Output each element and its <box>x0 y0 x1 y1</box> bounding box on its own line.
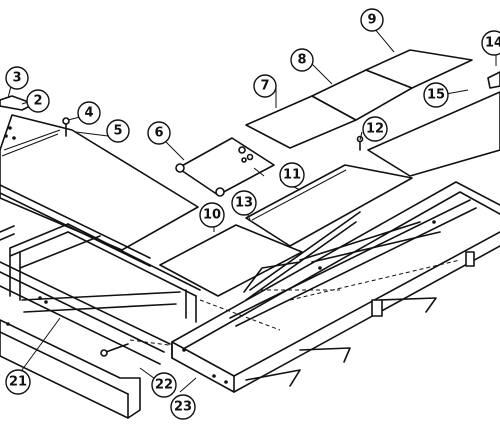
plate-10 <box>159 224 303 297</box>
plate-15 <box>367 91 500 177</box>
svg-text:13: 13 <box>235 196 253 211</box>
svg-text:3: 3 <box>12 71 21 86</box>
callout-22: 22 <box>151 372 177 398</box>
callout-4: 4 <box>77 101 101 125</box>
svg-text:6: 6 <box>154 126 163 141</box>
plate-9 <box>365 49 473 89</box>
callout-6: 6 <box>147 121 171 145</box>
callout-12: 12 <box>362 116 388 142</box>
svg-text:12: 12 <box>366 122 384 137</box>
svg-text:15: 15 <box>427 88 445 103</box>
svg-text:22: 22 <box>155 378 173 393</box>
svg-text:2: 2 <box>33 94 42 109</box>
callout-7: 7 <box>253 74 277 98</box>
svg-text:21: 21 <box>9 375 27 390</box>
callout-14: 14 <box>481 30 500 56</box>
svg-text:4: 4 <box>84 106 93 121</box>
callout-21: 21 <box>5 369 31 395</box>
svg-text:7: 7 <box>260 79 269 94</box>
part-14 <box>487 71 500 89</box>
callout-15: 15 <box>423 82 449 108</box>
plate-11-13 <box>245 164 413 247</box>
svg-text:10: 10 <box>203 208 221 223</box>
callout-13: 13 <box>231 190 257 216</box>
svg-text:8: 8 <box>297 53 306 68</box>
callout-9: 9 <box>360 8 384 32</box>
bolt-4 <box>62 117 70 137</box>
svg-text:5: 5 <box>113 124 122 139</box>
callout-8: 8 <box>290 48 314 72</box>
plate-6 <box>175 137 275 197</box>
svg-text:23: 23 <box>174 400 192 415</box>
callout-23: 23 <box>170 394 196 420</box>
callout-11: 11 <box>279 162 305 188</box>
callout-3: 3 <box>5 66 29 90</box>
callout-5: 5 <box>106 119 130 143</box>
callout-10: 10 <box>199 202 225 228</box>
left-frame <box>0 184 281 419</box>
right-frame <box>171 181 500 393</box>
svg-text:11: 11 <box>283 168 301 183</box>
svg-text:14: 14 <box>485 36 500 51</box>
callout-2: 2 <box>26 89 50 113</box>
svg-text:9: 9 <box>367 13 376 28</box>
